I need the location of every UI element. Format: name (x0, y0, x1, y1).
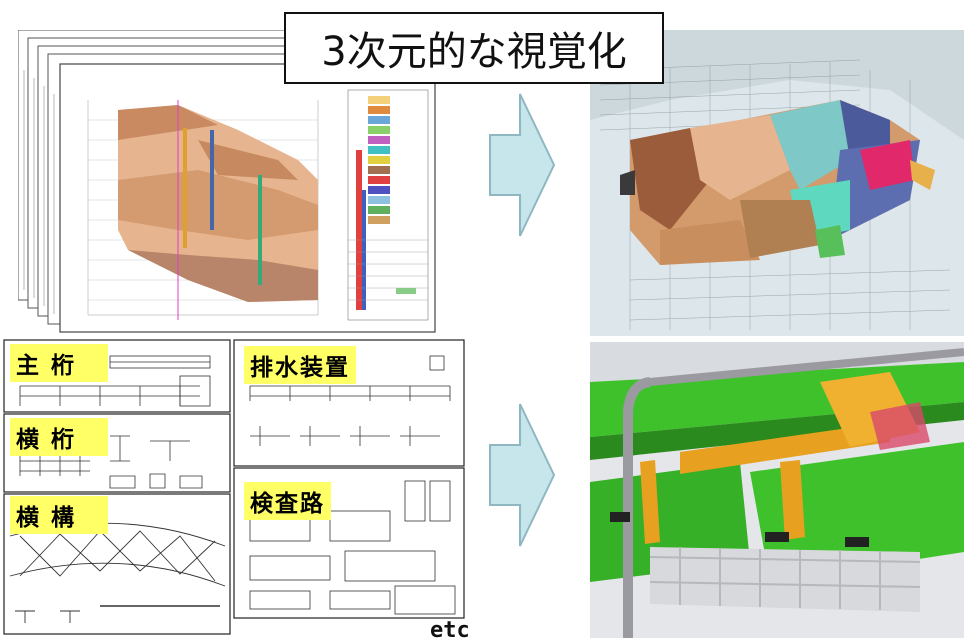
right-arrow-icon (489, 403, 556, 547)
page-title: 3次元的な視覚化 (284, 12, 664, 84)
label-inspection-path: 検査路 (244, 482, 331, 520)
bridge-3d-illustration (590, 342, 964, 638)
geology-section-illustration (18, 30, 436, 333)
label-lateral-bracing: 横 構 (10, 496, 108, 534)
etc-label: etc (430, 618, 470, 643)
geology-section-drawings (18, 30, 440, 336)
label-drainage: 排水装置 (244, 346, 356, 384)
right-arrow-icon (489, 93, 556, 237)
bridge-drawings (0, 336, 470, 638)
bridge-3d-model (590, 342, 964, 638)
label-cross-beam: 横 桁 (10, 418, 108, 456)
label-main-girder: 主 桁 (10, 344, 108, 382)
